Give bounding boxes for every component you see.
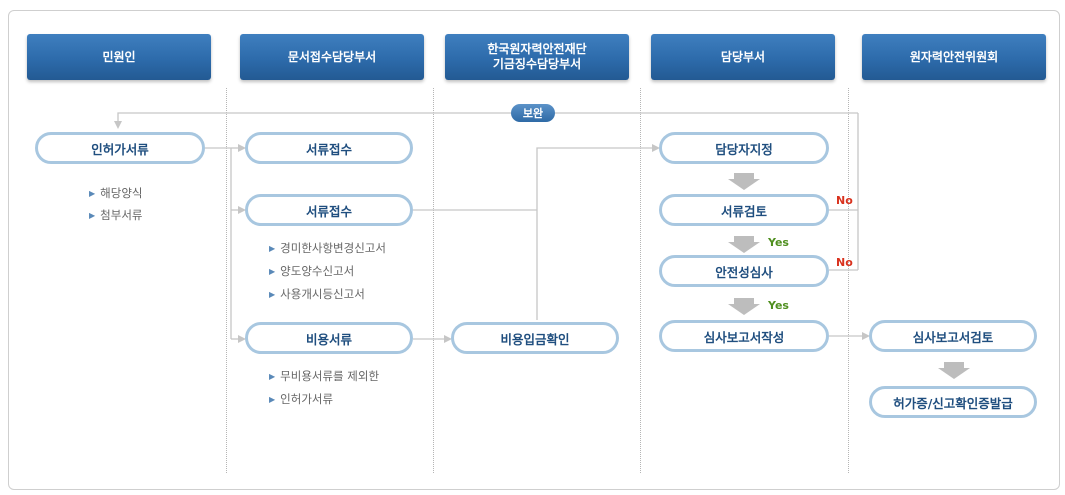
box-doc-review: 서류검토 (659, 194, 829, 226)
column-header-applicant: 민원인 (27, 34, 211, 80)
box-assign-officer: 담당자지정 (659, 132, 829, 164)
column-header-fund-dept: 한국원자력안전재단 기금징수담당부서 (445, 34, 629, 80)
note-item: ▶사용개시등신고서 (269, 287, 365, 301)
lane-separator (640, 88, 641, 473)
down-arrow (728, 298, 760, 315)
down-arrow (728, 173, 760, 190)
lane-separator (226, 88, 227, 473)
box-safety-review: 안전성심사 (659, 255, 829, 287)
down-arrow (728, 236, 760, 253)
down-arrow (938, 362, 970, 379)
box-fee-confirm: 비용입금확인 (451, 322, 619, 354)
lane-separator (848, 88, 849, 473)
label-yes: Yes (768, 299, 789, 312)
note-item: ▶해당양식 (89, 186, 143, 200)
note-item: ▶첨부서류 (89, 208, 143, 222)
lane-separator (433, 88, 434, 473)
label-no: No (836, 256, 853, 269)
feedback-line (117, 112, 858, 125)
box-license-issue: 허가증/신고확인증발급 (869, 386, 1037, 418)
box-doc-receipt-1: 서류접수 (245, 132, 413, 164)
note-item: ▶양도양수신고서 (269, 264, 355, 278)
box-doc-receipt-2: 서류접수 (245, 194, 413, 226)
label-yes: Yes (768, 236, 789, 249)
supplement-badge: 보완 (511, 104, 555, 122)
box-report-review: 심사보고서검토 (869, 320, 1037, 352)
box-report-write: 심사보고서작성 (659, 320, 829, 352)
label-no: No (836, 194, 853, 207)
note-item: ▶경미한사항변경신고서 (269, 241, 386, 255)
note-item: ▶무비용서류를 제외한 (269, 369, 380, 383)
note-item: ▶인허가서류 (269, 392, 334, 406)
box-fee-docs: 비용서류 (245, 322, 413, 354)
column-header-responsible-dept: 담당부서 (651, 34, 835, 80)
column-header-nssc: 원자력안전위원회 (862, 34, 1046, 80)
box-permit-docs: 인허가서류 (35, 132, 205, 164)
column-header-doc-receipt-dept: 문서접수담당부서 (240, 34, 424, 80)
